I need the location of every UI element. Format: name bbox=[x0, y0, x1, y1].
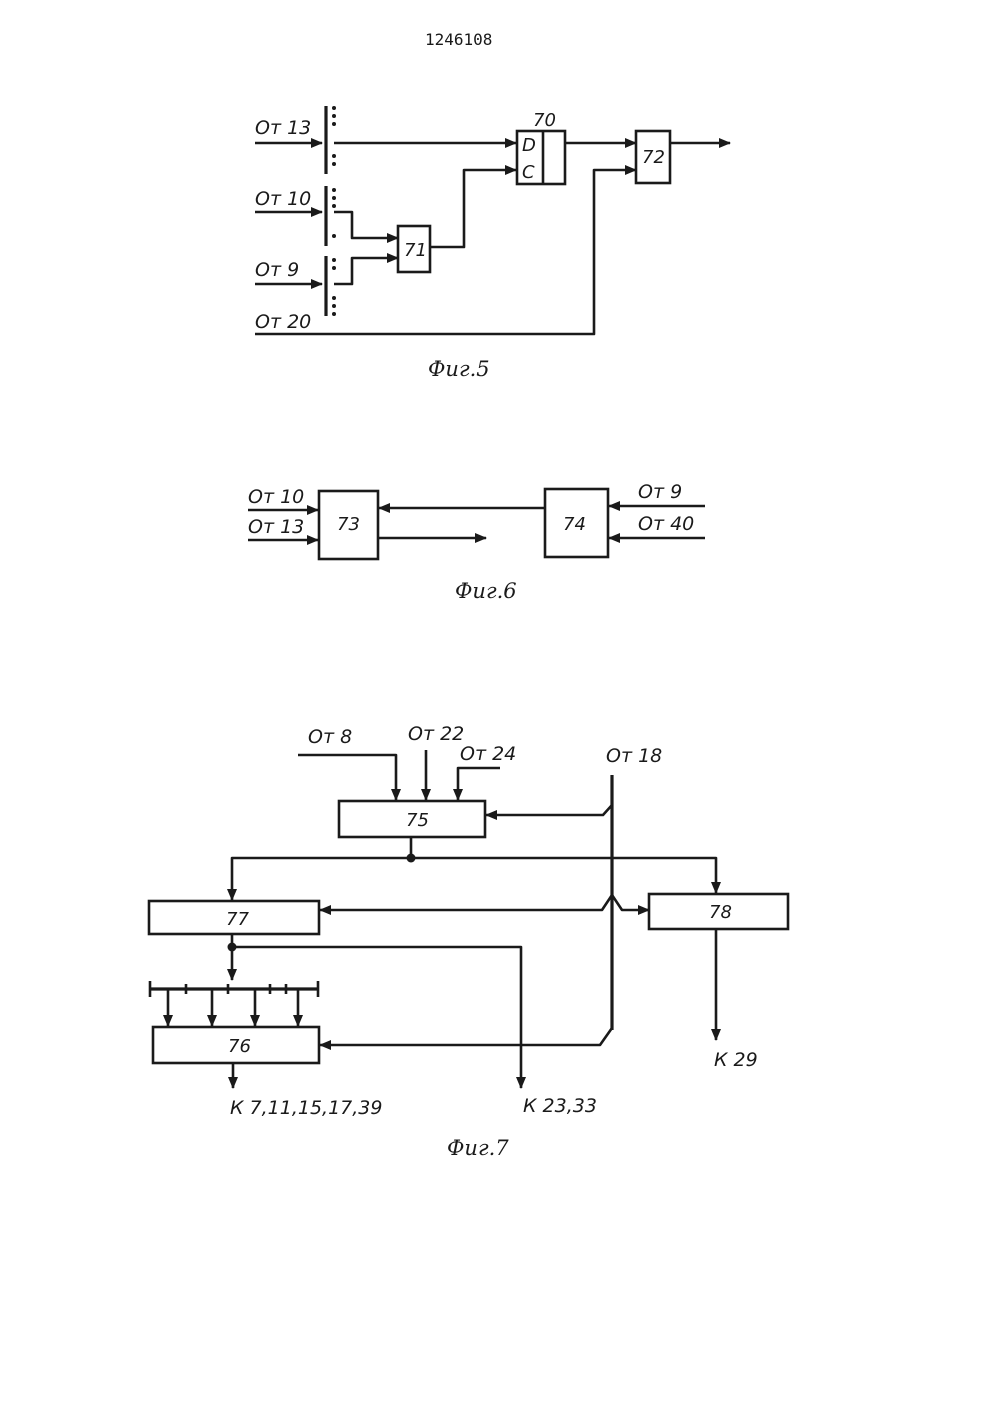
figure-5-caption: Фиг.5 bbox=[428, 357, 490, 381]
wire-71-to-70c bbox=[430, 170, 516, 247]
block-74-label: 74 bbox=[563, 514, 586, 535]
input-label-from-10: От 10 bbox=[248, 486, 304, 508]
figure-7: От 8 От 22 От 24 От 18 75 77 78 bbox=[149, 723, 788, 1160]
input-label-from-10: От 10 bbox=[255, 188, 311, 210]
wire-18-to-78 bbox=[612, 895, 649, 910]
output-label-to-23-33: К 23,33 bbox=[523, 1095, 597, 1117]
block-75-label: 75 bbox=[406, 810, 429, 831]
page-number: 1246108 bbox=[425, 30, 492, 49]
input-wire-24 bbox=[458, 768, 500, 800]
output-label-to-7-11-15-17-39: К 7,11,15,17,39 bbox=[230, 1097, 382, 1119]
input-label-from-40: От 40 bbox=[638, 513, 694, 535]
figure-6: От 10 От 13 73 74 От 9 От 40 Фиг.6 bbox=[248, 481, 705, 603]
wire-77-to-output-23-33 bbox=[232, 947, 521, 1088]
output-label-to-29: К 29 bbox=[714, 1049, 758, 1071]
block-70-d-port: D bbox=[522, 135, 536, 156]
input-label-from-18: От 18 bbox=[606, 745, 662, 767]
block-72-label: 72 bbox=[642, 147, 665, 168]
block-71-label: 71 bbox=[404, 240, 427, 261]
wire-75-to-77 bbox=[232, 858, 411, 900]
wire-bus10-to-71 bbox=[334, 212, 398, 238]
figure-5: От 13 От 10 От 9 От 20 70 D C 71 72 Фиг.… bbox=[255, 106, 730, 381]
wire-18-to-76 bbox=[320, 1028, 612, 1045]
wire-bus9-to-71 bbox=[334, 258, 398, 284]
input-label-from-9: От 9 bbox=[638, 481, 682, 503]
input-wire-8 bbox=[298, 755, 396, 800]
block-77-label: 77 bbox=[226, 909, 249, 930]
block-73-label: 73 bbox=[337, 514, 360, 535]
input-label-from-13: От 13 bbox=[248, 516, 304, 538]
figure-6-caption: Фиг.6 bbox=[455, 579, 517, 603]
input-label-from-22: От 22 bbox=[408, 723, 464, 745]
block-78-label: 78 bbox=[709, 902, 732, 923]
input-label-from-9: От 9 bbox=[255, 259, 299, 281]
wire-20-to-72 bbox=[255, 170, 636, 334]
figure-7-caption: Фиг.7 bbox=[447, 1136, 509, 1160]
input-label-from-13: От 13 bbox=[255, 117, 311, 139]
wire-75-to-78 bbox=[411, 858, 716, 893]
block-70-label: 70 bbox=[533, 110, 556, 131]
input-label-from-24: От 24 bbox=[460, 743, 516, 765]
wire-18-to-77 bbox=[320, 895, 612, 910]
block-70-c-port: C bbox=[522, 162, 535, 183]
block-76-label: 76 bbox=[228, 1036, 251, 1057]
input-label-from-20: От 20 bbox=[255, 311, 311, 333]
input-label-from-8: От 8 bbox=[308, 726, 352, 748]
wire-18-to-75 bbox=[486, 805, 612, 815]
